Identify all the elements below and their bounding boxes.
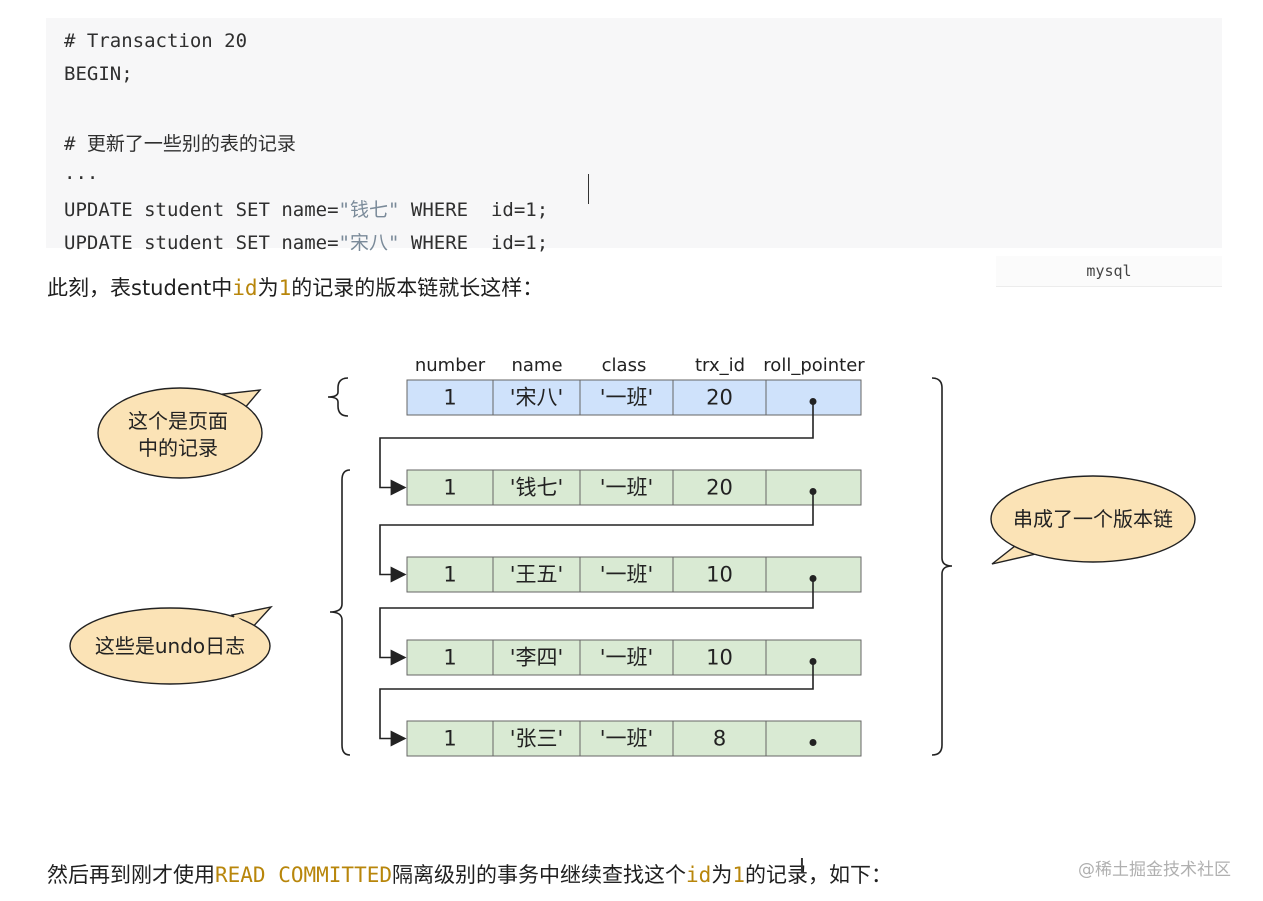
callout-page-record: 这个是页面 中的记录 [97, 387, 263, 479]
record-row: 1 '李四' '一班' 10 [406, 639, 862, 676]
para-text: 隔离级别的事务中继续查找这个 [392, 863, 687, 887]
code-keyword: UPDATE student SET name= [64, 199, 339, 221]
roll-pointer-arrow [379, 578, 814, 666]
record-row-bg [406, 556, 862, 593]
code-keyword: WHERE id=1; [399, 232, 549, 254]
text-caret [588, 174, 589, 204]
cell-trx-id: 20 [706, 476, 733, 500]
cell-class: '一班' [600, 646, 654, 670]
callout-undo-log: 这些是undo日志 [69, 605, 273, 685]
para-text: 为 [711, 863, 733, 887]
roll-pointer-dot [809, 739, 817, 746]
cell-class: '一班' [600, 727, 654, 751]
header-roll-pointer: roll_pointer [763, 355, 865, 376]
cell-number: 1 [443, 727, 456, 751]
para-text: 的记录的版本链就长这样： [291, 276, 544, 300]
code-line-2: BEGIN; [64, 63, 133, 85]
record-row-bg [406, 469, 862, 506]
page-record-brace [327, 377, 349, 417]
code-keyword: UPDATE student SET name= [64, 232, 339, 254]
record-row: 1 '张三' '一班' 8 [406, 720, 862, 757]
paragraph-next: 然后再到刚才使用READ COMMITTED隔离级别的事务中继续查找这个id为1… [47, 859, 892, 889]
cell-trx-id: 10 [706, 646, 733, 670]
header-number: number [415, 355, 486, 376]
code-language-tag[interactable]: mysql [996, 256, 1222, 287]
inline-code: READ COMMITTED [215, 863, 393, 887]
cell-number: 1 [443, 563, 456, 587]
watermark: @稀土掘金技术社区 [1078, 860, 1231, 880]
callout-text: 串成了一个版本链 [1013, 507, 1173, 531]
cell-name: '张三' [510, 727, 564, 751]
cell-trx-id: 10 [706, 563, 733, 587]
code-string: "钱七" [338, 199, 400, 221]
inline-code: id [232, 276, 258, 300]
inline-code: 1 [278, 276, 292, 300]
i-beam-cursor-icon: I [799, 854, 805, 878]
roll-pointer-arrow [379, 491, 814, 583]
code-line-1: # Transaction 20 [64, 30, 248, 52]
record-row: 1 '宋八' '一班' 20 [406, 379, 862, 416]
para-text: 然后再到刚才使用 [47, 863, 215, 887]
cell-number: 1 [443, 476, 456, 500]
cell-class: '一班' [600, 386, 654, 410]
header-class: class [602, 355, 647, 376]
cell-name: '李四' [510, 646, 564, 670]
record-row: 1 '钱七' '一班' 20 [406, 469, 862, 506]
roll-pointer-arrow [379, 401, 814, 496]
roll-pointer-arrow [379, 661, 814, 747]
callout-text: 这些是undo日志 [95, 634, 245, 658]
cell-trx-id: 8 [713, 727, 726, 751]
cell-name: '宋八' [510, 386, 564, 410]
cell-class: '一班' [600, 563, 654, 587]
version-chain-brace [931, 377, 953, 756]
header-name: name [511, 355, 562, 376]
header-trx-id: trx_id [695, 355, 745, 376]
callout-text: 这个是页面 [128, 409, 228, 433]
cell-trx-id: 20 [706, 386, 733, 410]
para-text: 的记录，如下： [744, 863, 892, 887]
undo-log-brace [329, 469, 351, 756]
para-text: 此刻，表student中 [47, 276, 233, 300]
code-string: "宋八" [338, 232, 400, 254]
record-row-bg [406, 379, 862, 416]
code-line-5: ... [64, 162, 99, 184]
code-line-6: UPDATE student SET name="钱七" WHERE id=1; [64, 195, 548, 222]
cell-number: 1 [443, 646, 456, 670]
cell-class: '一班' [600, 476, 654, 500]
record-row-bg [406, 639, 862, 676]
paragraph-intro: 此刻，表student中id为1的记录的版本链就长这样： [47, 272, 543, 302]
code-line-4: # 更新了一些别的表的记录 [64, 133, 296, 155]
record-row-bg [406, 720, 862, 757]
record-row: 1 '王五' '一班' 10 [406, 556, 862, 593]
cell-name: '王五' [510, 563, 564, 587]
callout-version-chain: 串成了一个版本链 [990, 475, 1196, 565]
para-text: 为 [257, 276, 279, 300]
code-block: # Transaction 20 BEGIN; # 更新了一些别的表的记录 ..… [46, 18, 1222, 254]
callout-text: 中的记录 [138, 436, 218, 460]
cell-number: 1 [443, 386, 456, 410]
cell-name: '钱七' [510, 476, 564, 500]
code-line-7: UPDATE student SET name="宋八" WHERE id=1; [64, 228, 548, 255]
inline-code: 1 [732, 863, 745, 887]
code-keyword: WHERE id=1; [399, 199, 549, 221]
inline-code: id [686, 863, 712, 887]
